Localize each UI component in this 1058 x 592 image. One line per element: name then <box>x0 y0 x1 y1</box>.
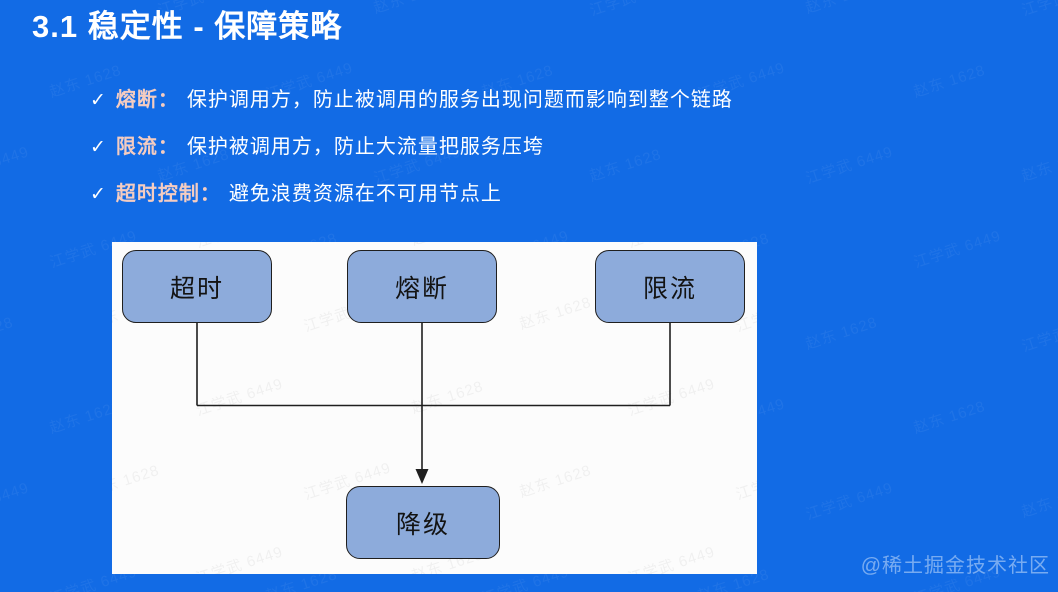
bullet-text: 保护调用方，防止被调用的服务出现问题而影响到整个链路 <box>186 89 733 111</box>
checkmark-icon: ✓ <box>90 184 106 205</box>
faint-watermark: 赵东 1628 <box>803 313 880 354</box>
node-label: 降级 <box>395 510 450 539</box>
bullet-item-rate-limit: ✓ 限流 ： 保护被调用方，防止大流量把服务压垮 <box>90 133 733 161</box>
node-rate-limit: 限流 <box>595 250 745 323</box>
faint-watermark: 赵东 1628 <box>0 313 16 353</box>
node-label: 熔断 <box>394 274 449 303</box>
bullet-keyword: 限流 <box>115 136 158 158</box>
faint-watermark: 赵东 1628 <box>911 61 988 102</box>
faint-watermark: 赵东 1628 <box>803 0 880 18</box>
faint-watermark: 江学武 6449 <box>1019 0 1058 20</box>
checkmark-icon: ✓ <box>90 137 106 158</box>
faint-watermark: 赵东 1628 <box>911 397 988 438</box>
checkmark-icon: ✓ <box>90 90 106 111</box>
bullet-item-circuit-break: ✓ 熔断 ： 保护调用方，防止被调用的服务出现问题而影响到整个链路 <box>90 86 733 114</box>
connector-lines <box>196 323 671 484</box>
bullet-item-timeout-control: ✓ 超时控制 ： 避免浪费资源在不可用节点上 <box>90 180 733 208</box>
bullet-text: 避免浪费资源在不可用节点上 <box>228 183 502 205</box>
bullet-separator: ： <box>199 183 220 205</box>
bullet-keyword: 超时控制 <box>115 183 200 205</box>
node-timeout: 超时 <box>122 250 272 323</box>
node-circuit-break: 熔断 <box>347 250 497 323</box>
faint-watermark: 江学武 6449 <box>803 143 896 188</box>
bullet-separator: ： <box>157 89 178 111</box>
bullet-list: ✓ 熔断 ： 保护调用方，防止被调用的服务出现问题而影响到整个链路 ✓ 限流 ：… <box>90 86 733 208</box>
faint-watermark: 江学武 6449 <box>0 143 32 187</box>
node-label: 超时 <box>169 274 224 303</box>
faint-watermark: 江学武 6449 <box>1019 311 1058 356</box>
faint-watermark: 赵东 1628 <box>1019 481 1058 522</box>
bullet-separator: ： <box>157 136 178 158</box>
faint-watermark: 江学武 6449 <box>0 479 32 523</box>
faint-watermark: 赵东 1628 <box>371 0 448 18</box>
node-degrade: 降级 <box>346 486 500 559</box>
site-watermark: @稀土掘金技术社区 <box>860 555 1050 577</box>
faint-watermark: 赵东 1628 <box>0 0 16 18</box>
faint-watermark: 江学武 6449 <box>803 479 896 524</box>
slide-title: 3.1 稳定性 - 保障策略 <box>32 9 343 44</box>
arrowhead-icon <box>415 469 429 484</box>
faint-watermark: 赵东 1628 <box>1019 145 1058 186</box>
node-label: 限流 <box>642 274 697 303</box>
bullet-keyword: 熔断 <box>115 89 158 111</box>
faint-watermark: 江学武 6449 <box>587 0 680 20</box>
faint-watermark: 江学武 6449 <box>911 227 1004 272</box>
bullet-text: 保护被调用方，防止大流量把服务压垮 <box>186 136 544 158</box>
